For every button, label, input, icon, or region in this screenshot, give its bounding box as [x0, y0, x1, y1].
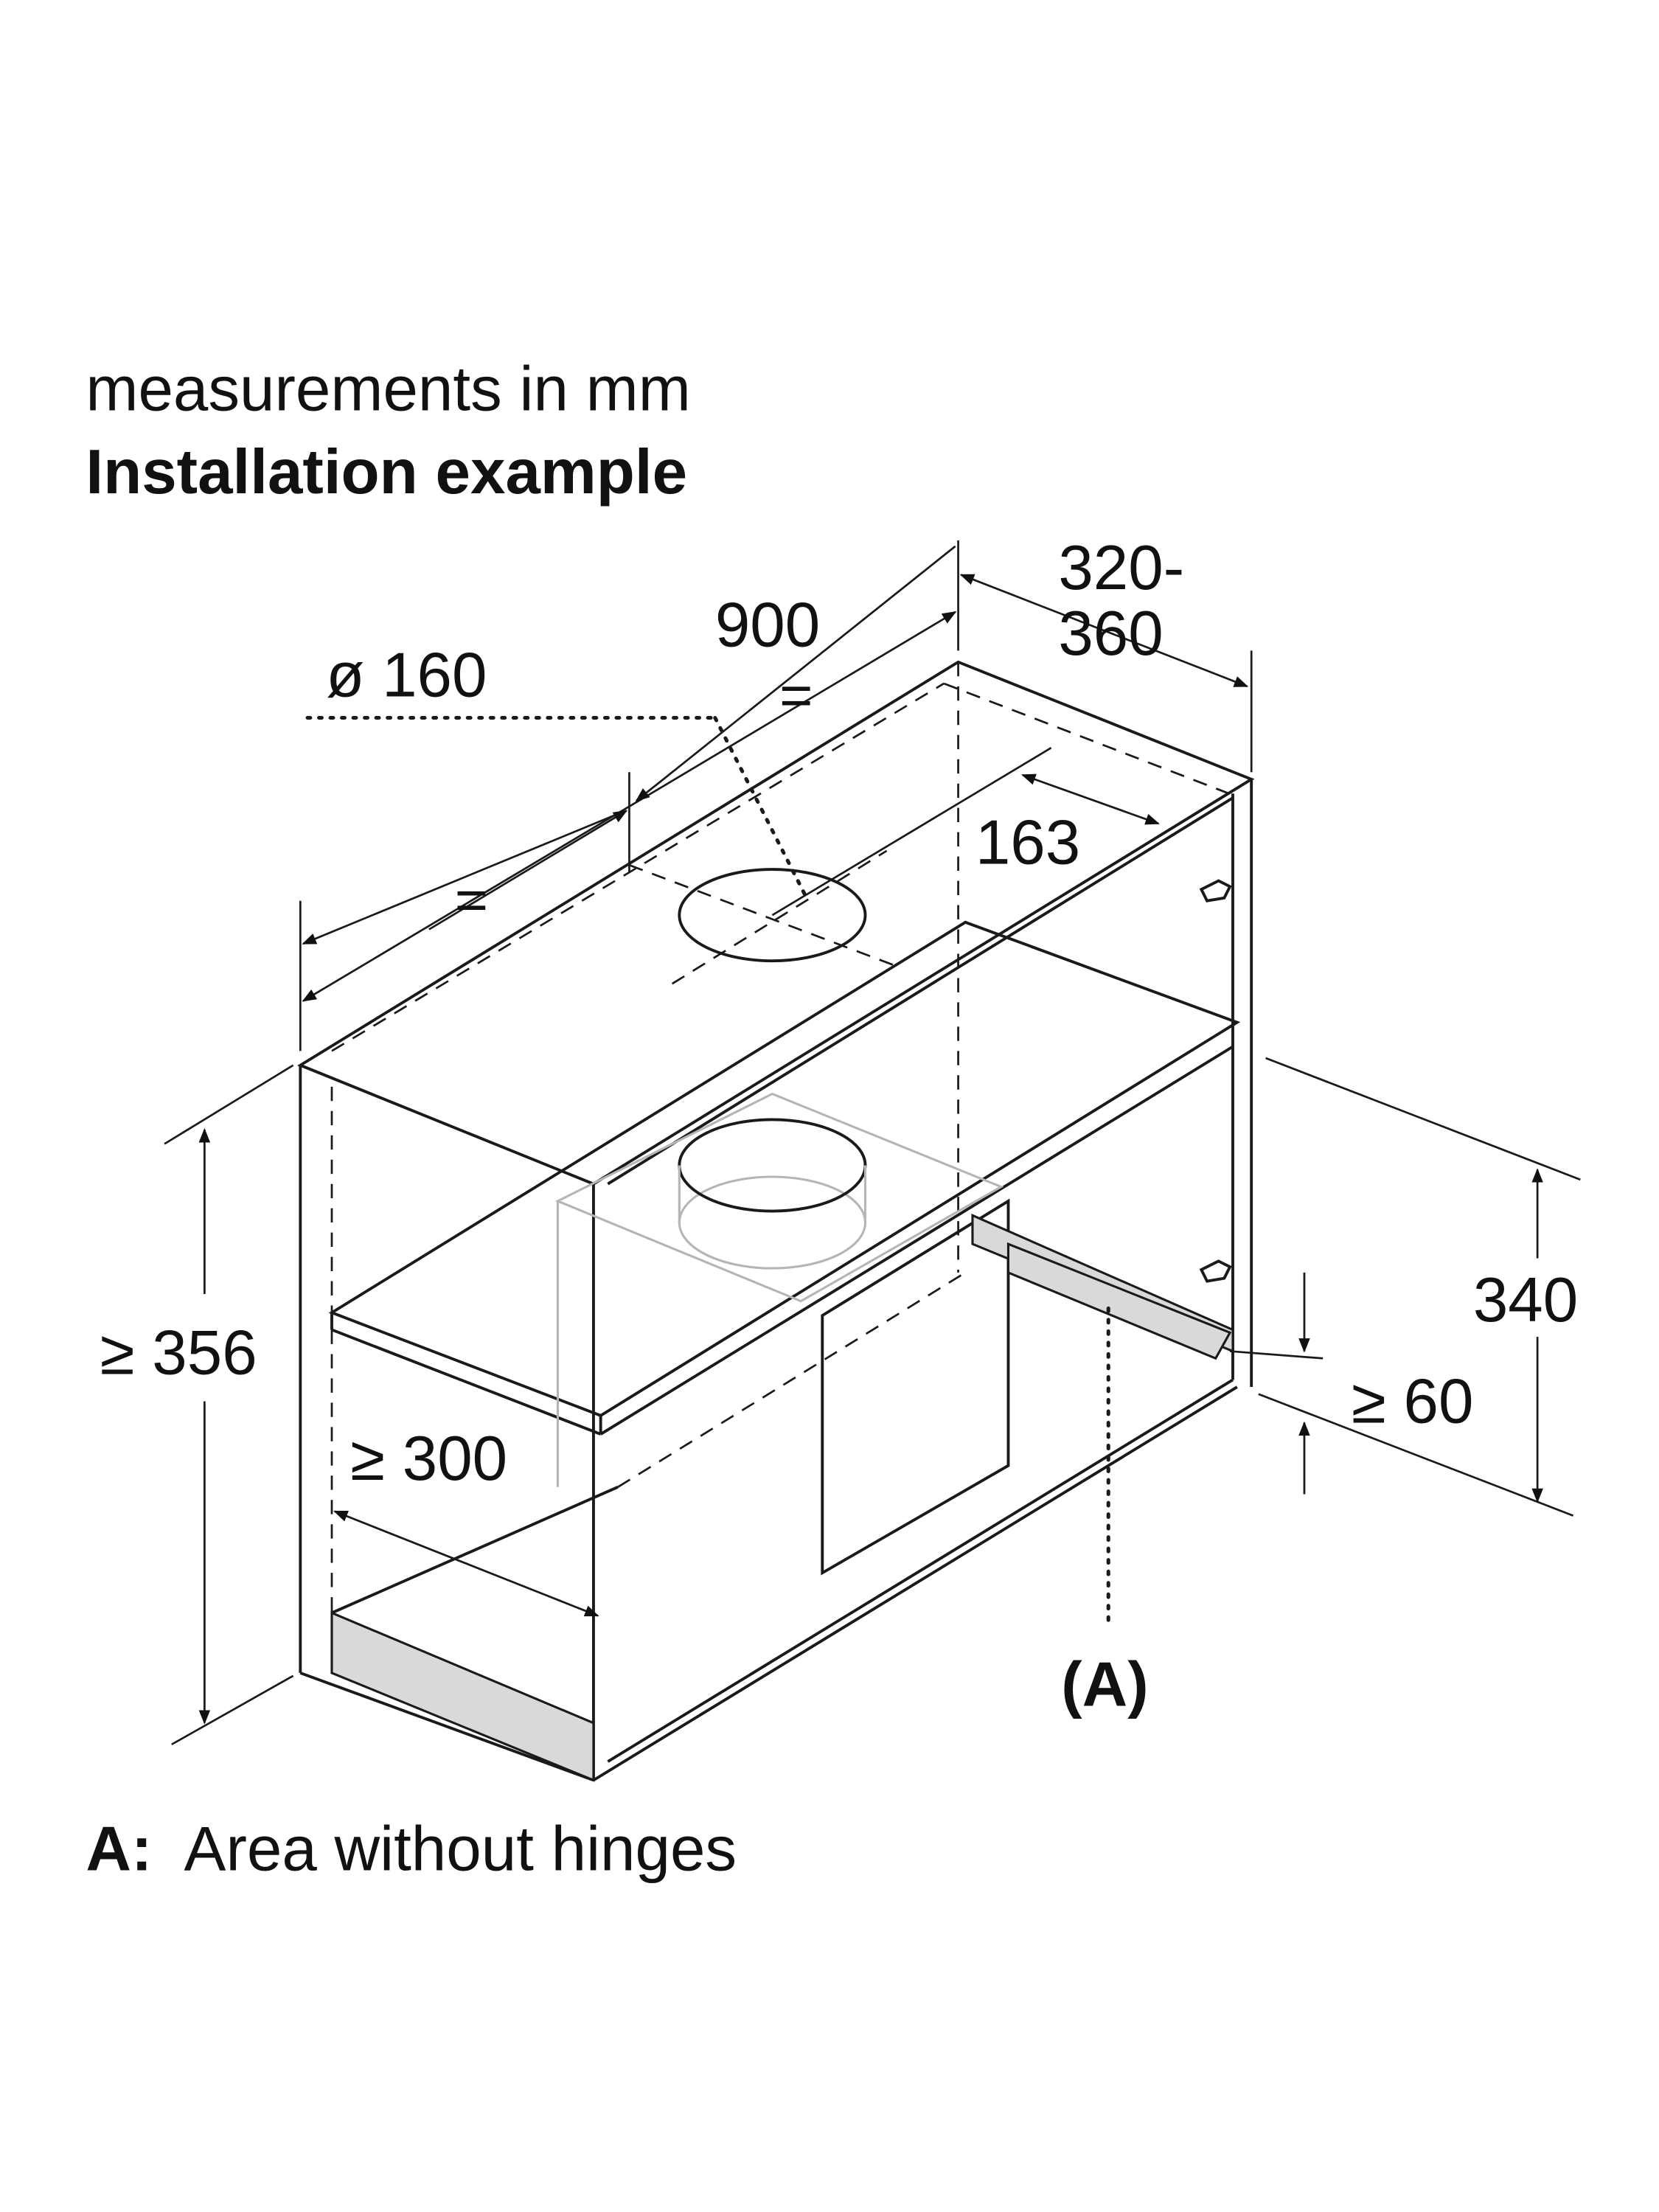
- dim-equal-top: =: [779, 664, 813, 728]
- dim-depth-line2: 360: [1058, 599, 1163, 669]
- dim-equal-left: =: [455, 869, 488, 932]
- hinge-icon: [1199, 1259, 1232, 1283]
- dim-duct-diameter: ø 160: [326, 640, 487, 710]
- legend: A: Area without hinges: [86, 1815, 737, 1885]
- hinge-icon: [1199, 879, 1232, 902]
- legend-key: A:: [86, 1815, 152, 1885]
- dim-duct-offset: 163: [975, 807, 1080, 877]
- cabinet: [297, 660, 1255, 1782]
- dim-height: 340: [1473, 1265, 1578, 1335]
- callout-a: (A): [1061, 1650, 1148, 1720]
- dim-depth-line1: 320-: [1058, 533, 1184, 603]
- dim-width: 900: [715, 591, 820, 661]
- dimension-lines: [164, 540, 1581, 1746]
- legend-text: Area without hinges: [184, 1815, 737, 1885]
- dim-min-height: ≥ 356: [100, 1318, 257, 1388]
- dim-min-shelf-depth: ≥ 300: [350, 1424, 507, 1494]
- units-note: measurements in mm: [86, 355, 690, 425]
- dim-min-gap: ≥ 60: [1352, 1367, 1473, 1437]
- diagram-title: Installation example: [86, 437, 687, 507]
